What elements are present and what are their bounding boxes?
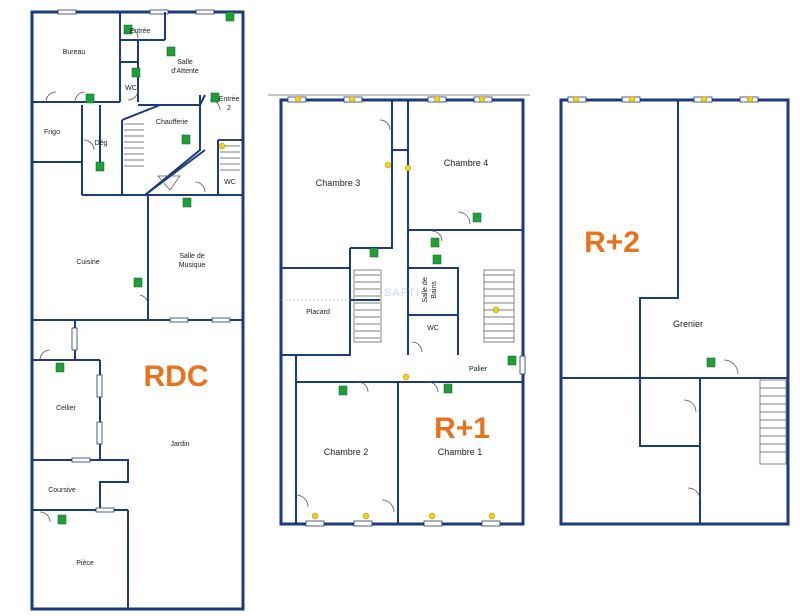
room-label-grenier: Grenier xyxy=(673,319,703,329)
floor-r2: Grenier R+2 xyxy=(559,95,790,526)
floor-rdc: Entrée Bureau Salle d'Attente Entrée 2 W… xyxy=(30,9,245,611)
floor-label-r2: R+2 xyxy=(584,226,640,259)
room-label-coursive: Coursive xyxy=(48,487,76,494)
room-label-entree: Entrée xyxy=(130,28,151,35)
room-label-chambre1: Chambre 1 xyxy=(438,447,483,457)
room-label-chambre2: Chambre 2 xyxy=(324,447,369,457)
room-label-palier: Palier xyxy=(469,366,488,373)
floor-label-r1: R+1 xyxy=(434,412,490,445)
room-label-salle-musique-2: Musique xyxy=(179,262,206,269)
room-label-cellier: Cellier xyxy=(56,405,77,412)
room-label-entree2-1: Entrée xyxy=(219,96,240,103)
floor-label-rdc: RDC xyxy=(144,360,209,393)
room-label-deg: Dég xyxy=(95,140,108,147)
room-label-salle-attente-1: Salle xyxy=(177,59,193,66)
room-label-entree2-2: 2 xyxy=(227,105,231,112)
room-label-salle-musique-1: Salle de xyxy=(179,253,204,260)
watermark: SAFTI xyxy=(384,287,420,299)
rdc-stairs xyxy=(124,123,240,191)
room-label-chaufferie: Chaufferie xyxy=(156,119,188,126)
room-label-frigo: Frigo xyxy=(44,129,60,136)
room-label-wc: WC xyxy=(427,325,439,332)
r2-outer-wall xyxy=(559,98,790,526)
r2-stairs xyxy=(759,379,787,465)
rdc-outer-wall xyxy=(30,10,245,611)
room-label-chambre4: Chambre 4 xyxy=(444,158,489,168)
room-label-jardin: Jardin xyxy=(170,441,189,448)
room-label-salle-attente-2: d'Attente xyxy=(171,68,199,75)
room-label-wc2: WC xyxy=(224,179,236,186)
room-label-salle-bains-1: Salle de xyxy=(422,277,429,302)
room-label-chambre3: Chambre 3 xyxy=(316,178,361,188)
room-label-piece: Pièce xyxy=(76,560,94,567)
room-label-cuisine: Cuisine xyxy=(76,259,99,266)
room-label-bureau: Bureau xyxy=(63,49,86,56)
room-label-placard: Placard xyxy=(306,309,330,316)
room-label-salle-bains-2: Bains xyxy=(431,281,438,299)
room-label-wc: WC xyxy=(125,85,137,92)
floor-r1: Chambre 3 Chambre 4 Placard Salle de Bai… xyxy=(268,94,530,527)
